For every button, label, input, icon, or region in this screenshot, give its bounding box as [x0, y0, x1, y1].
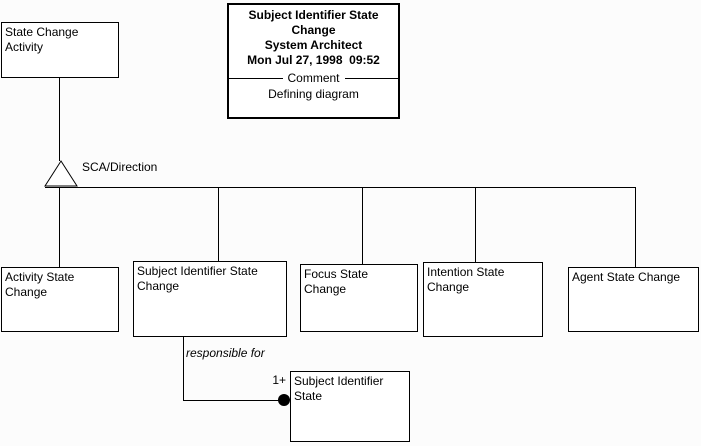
- subtype-connector-label: SCA/Direction: [82, 160, 158, 174]
- divider-line-left: [229, 78, 283, 79]
- drop-line-intention[interactable]: [475, 188, 476, 262]
- entity-subject-identifier-state[interactable]: Subject Identifier State: [290, 371, 410, 442]
- connector-supertype-line[interactable]: [59, 78, 60, 161]
- doc-comment-text: Defining diagram: [268, 87, 359, 101]
- entity-label: Activity State Change: [5, 270, 75, 299]
- entity-label: Subject Identifier State Change: [137, 264, 258, 293]
- doc-diagram-title: Subject Identifier State Change: [248, 8, 379, 37]
- relationship-anchor-dot-icon[interactable]: [278, 394, 290, 406]
- drop-line-focus[interactable]: [362, 188, 363, 264]
- entity-label: Intention State Change: [427, 265, 505, 294]
- entity-activity-state-change[interactable]: Activity State Change: [1, 267, 119, 332]
- connector-horizontal-line[interactable]: [45, 187, 636, 188]
- doc-divider-label: Comment: [287, 71, 340, 85]
- entity-focus-state-change[interactable]: Focus State Change: [300, 264, 418, 332]
- relationship-vertical-line[interactable]: [183, 337, 184, 400]
- entity-intention-state-change[interactable]: Intention State Change: [423, 262, 543, 337]
- diagram-doc-block[interactable]: Subject Identifier State Change System A…: [227, 3, 400, 119]
- entity-label: Focus State Change: [304, 267, 369, 296]
- subtype-triangle-icon[interactable]: [44, 160, 78, 188]
- drop-line-agent[interactable]: [635, 187, 636, 267]
- entity-subject-identifier-state-change[interactable]: Subject Identifier State Change: [133, 261, 287, 337]
- drop-line-subject-identifier[interactable]: [218, 188, 219, 261]
- doc-comment-divider: Comment: [229, 71, 399, 86]
- entity-label: Agent State Change: [572, 270, 681, 284]
- relationship-cardinality-label: 1+: [272, 373, 286, 387]
- doc-tool-name: System Architect: [264, 38, 363, 52]
- divider-line-right: [344, 78, 399, 79]
- entity-label: State Change Activity: [5, 25, 79, 54]
- entity-label: Subject Identifier State: [294, 374, 384, 403]
- entity-state-change-activity[interactable]: State Change Activity: [1, 22, 119, 78]
- drop-line-activity[interactable]: [59, 188, 60, 267]
- relationship-label: responsible for: [186, 346, 265, 360]
- relationship-horizontal-line[interactable]: [183, 400, 280, 401]
- entity-agent-state-change[interactable]: Agent State Change: [568, 267, 699, 332]
- doc-timestamp: Mon Jul 27, 1998 09:52: [247, 53, 380, 67]
